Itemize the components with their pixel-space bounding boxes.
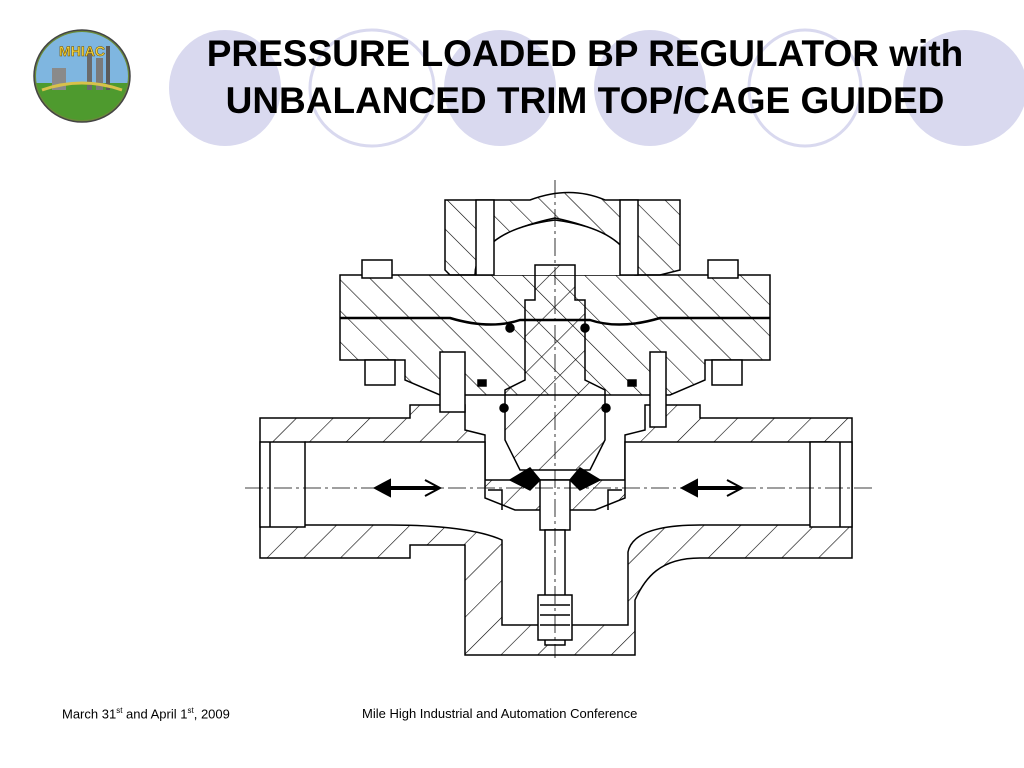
- outlet-bore: [259, 441, 306, 528]
- bg-oval: [308, 28, 436, 148]
- flow-arrow-left: [372, 478, 443, 498]
- background-ovals: [169, 28, 1024, 148]
- o-ring: [477, 379, 487, 387]
- o-ring: [505, 323, 515, 333]
- bg-oval: [594, 30, 706, 146]
- cage-left: [488, 489, 503, 510]
- inlet-bore: [809, 441, 853, 528]
- page-title: PRESSURE LOADED BP REGULATOR with UNBALA…: [150, 30, 1020, 124]
- seat-ring: [508, 467, 542, 491]
- o-ring: [580, 323, 590, 333]
- mhiac-logo: MHIAC: [33, 29, 131, 123]
- bolt: [649, 351, 667, 428]
- o-ring: [499, 403, 509, 413]
- footer-conference: Mile High Industrial and Automation Conf…: [362, 706, 638, 721]
- bolt: [475, 199, 495, 276]
- bolt: [619, 199, 639, 276]
- bolt: [361, 259, 393, 279]
- cage-right: [607, 489, 622, 510]
- seat-ring: [568, 467, 602, 491]
- flow-arrow-right: [679, 478, 745, 498]
- bg-oval: [169, 30, 281, 146]
- title-line-2: UNBALANCED TRIM TOP/CAGE GUIDED: [225, 80, 945, 121]
- bg-oval: [444, 30, 556, 146]
- title-line-1: PRESSURE LOADED BP REGULATOR with: [206, 33, 964, 74]
- bolt: [364, 359, 396, 386]
- bolt: [711, 359, 743, 386]
- bg-oval: [747, 28, 863, 148]
- o-ring: [627, 379, 637, 387]
- logo-text: MHIAC: [59, 43, 105, 59]
- footer-date: March 31st and April 1st, 2009: [62, 706, 230, 722]
- o-ring: [601, 403, 611, 413]
- bolt: [439, 351, 466, 413]
- regulator-cross-section: [245, 180, 875, 658]
- bolt: [707, 259, 739, 279]
- bg-oval: [903, 30, 1024, 146]
